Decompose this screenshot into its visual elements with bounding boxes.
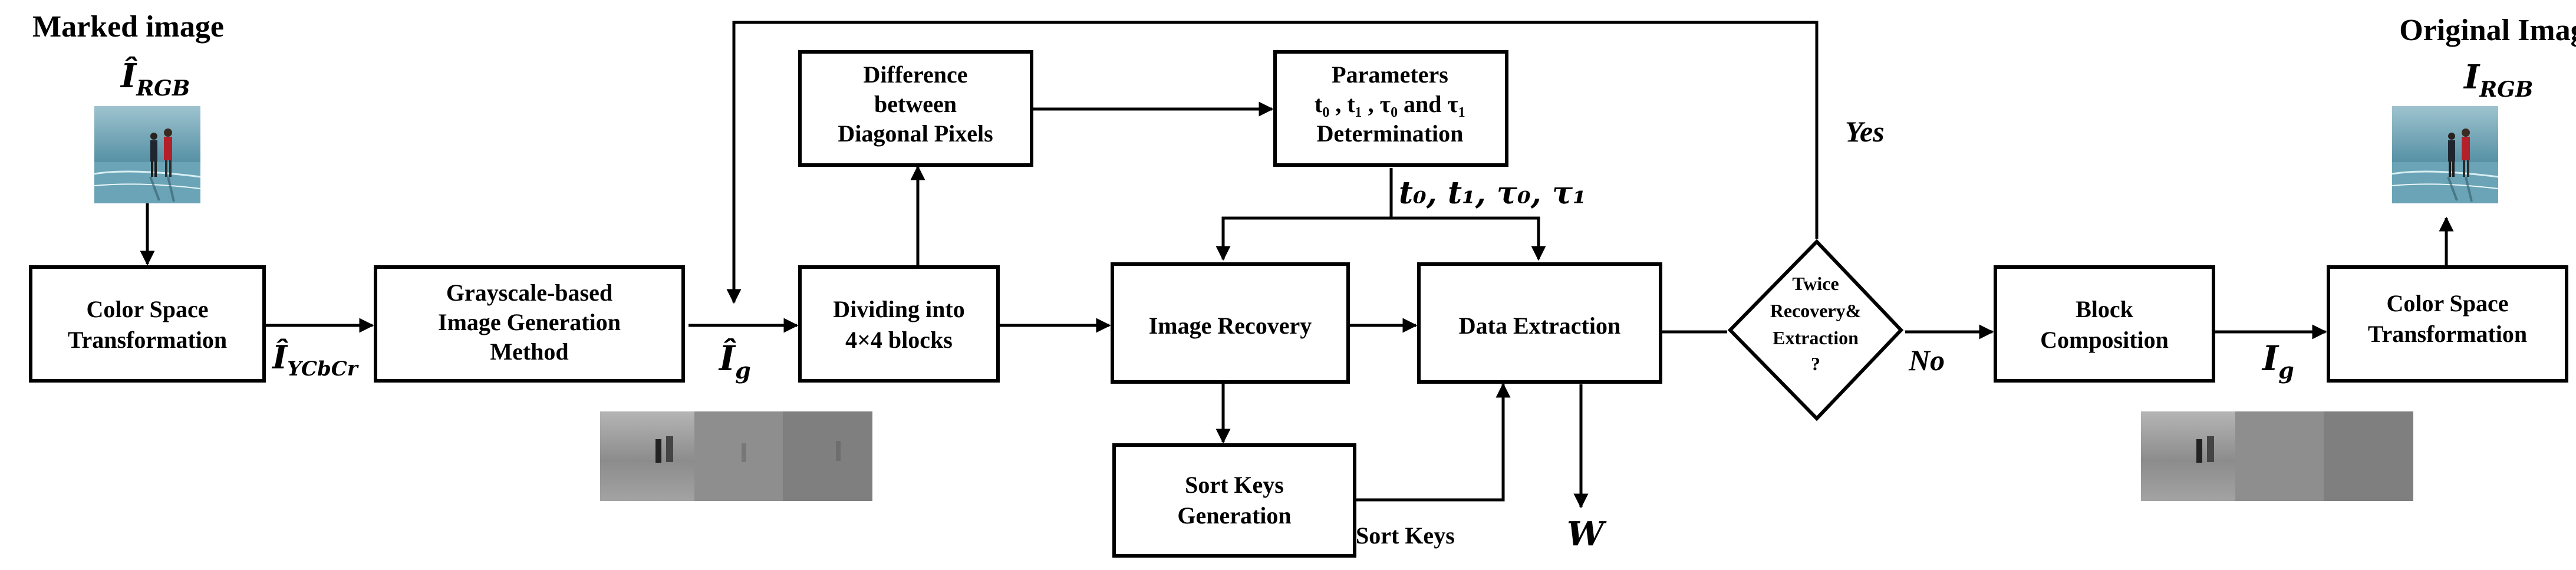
original-image-heading: Original Image — [2399, 14, 2576, 47]
svg-text:Ig: Ig — [2261, 338, 2294, 384]
parameters-determination-box: Parameters t₀ , t₁ , τ₀ and τ₁ Determina… — [1273, 50, 1508, 167]
no-edge-label: No — [1908, 344, 1945, 377]
svg-text:Îg: Îg — [718, 338, 751, 384]
svg-text:Difference: Difference — [864, 61, 968, 88]
sort-keys-generation-box: Sort Keys Generation — [1112, 443, 1356, 558]
svg-text:Generation: Generation — [1177, 502, 1291, 529]
svg-text:Determination: Determination — [1317, 120, 1464, 147]
yes-edge-label: Yes — [1845, 115, 1885, 148]
gray-strip-left-icon — [600, 411, 872, 501]
data-extraction-box: Data Extraction — [1417, 262, 1662, 384]
svg-text:Transformation: Transformation — [2368, 321, 2527, 347]
twice-recovery-decision-diamond: Twice Recovery& Extraction ? — [1727, 239, 1904, 421]
symbol-i-ycbcr-hat: ÎYCbCr — [271, 338, 359, 381]
grayscale-image-generation-box: Grayscale-based Image Generation Method — [374, 265, 685, 383]
svg-text:Dividing into: Dividing into — [833, 296, 964, 322]
svg-text:Color Space: Color Space — [86, 296, 208, 322]
svg-text:t₀ , t₁ , τ₀ and τ₁: t₀ , t₁ , τ₀ and τ₁ — [1315, 91, 1465, 117]
svg-text:Recovery&: Recovery& — [1770, 300, 1862, 321]
symbol-i-g-hat: Îg — [718, 338, 751, 384]
svg-text:ÎRGB: ÎRGB — [120, 56, 190, 101]
watermark-w-label: W — [1567, 515, 1607, 553]
svg-text:Data Extraction: Data Extraction — [1459, 312, 1620, 339]
color-space-transformation-right-box: Color Space Transformation — [2327, 265, 2568, 383]
svg-text:Diagonal Pixels: Diagonal Pixels — [838, 120, 993, 147]
svg-text:4×4 blocks: 4×4 blocks — [845, 327, 953, 353]
svg-text:Image Recovery: Image Recovery — [1149, 312, 1312, 339]
svg-text:Twice: Twice — [1792, 273, 1839, 294]
block-composition-box: Block Composition — [1994, 265, 2215, 383]
symbol-i-g: Ig — [2261, 338, 2294, 384]
symbol-i-rgb: IRGB — [2463, 58, 2533, 102]
color-space-transformation-left-box: Color Space Transformation — [29, 265, 266, 383]
svg-text:Method: Method — [490, 338, 568, 365]
svg-text:Color Space: Color Space — [2386, 290, 2508, 317]
parameters-symbols-label: t₀, t₁, τ₀, τ₁ — [1399, 175, 1586, 211]
original-photo-icon — [2392, 106, 2498, 203]
connectors — [140, 21, 2454, 509]
svg-text:Sort Keys: Sort Keys — [1185, 472, 1284, 498]
difference-diagonal-pixels-box: Difference between Diagonal Pixels — [798, 50, 1033, 167]
svg-text:Grayscale-based: Grayscale-based — [446, 279, 612, 306]
svg-text:Transformation: Transformation — [68, 327, 227, 353]
marked-image-heading: Marked image — [32, 10, 224, 44]
svg-text:?: ? — [1811, 353, 1820, 374]
svg-text:Block: Block — [2076, 296, 2134, 322]
gray-strip-right-icon — [2141, 411, 2413, 501]
svg-text:ÎYCbCr: ÎYCbCr — [271, 338, 359, 381]
symbol-i-rgb-hat: ÎRGB — [120, 56, 190, 101]
dividing-blocks-box: Dividing into 4×4 blocks — [798, 265, 1000, 383]
svg-text:Extraction: Extraction — [1773, 327, 1859, 348]
image-recovery-box: Image Recovery — [1111, 262, 1350, 384]
svg-text:Image Generation: Image Generation — [438, 309, 621, 335]
svg-text:Composition: Composition — [2040, 327, 2169, 353]
sort-keys-edge-label: Sort Keys — [1356, 522, 1455, 549]
svg-text:between: between — [874, 91, 957, 117]
svg-text:IRGB: IRGB — [2463, 58, 2533, 102]
marked-photo-icon — [94, 106, 200, 203]
svg-text:Parameters: Parameters — [1332, 61, 1448, 88]
